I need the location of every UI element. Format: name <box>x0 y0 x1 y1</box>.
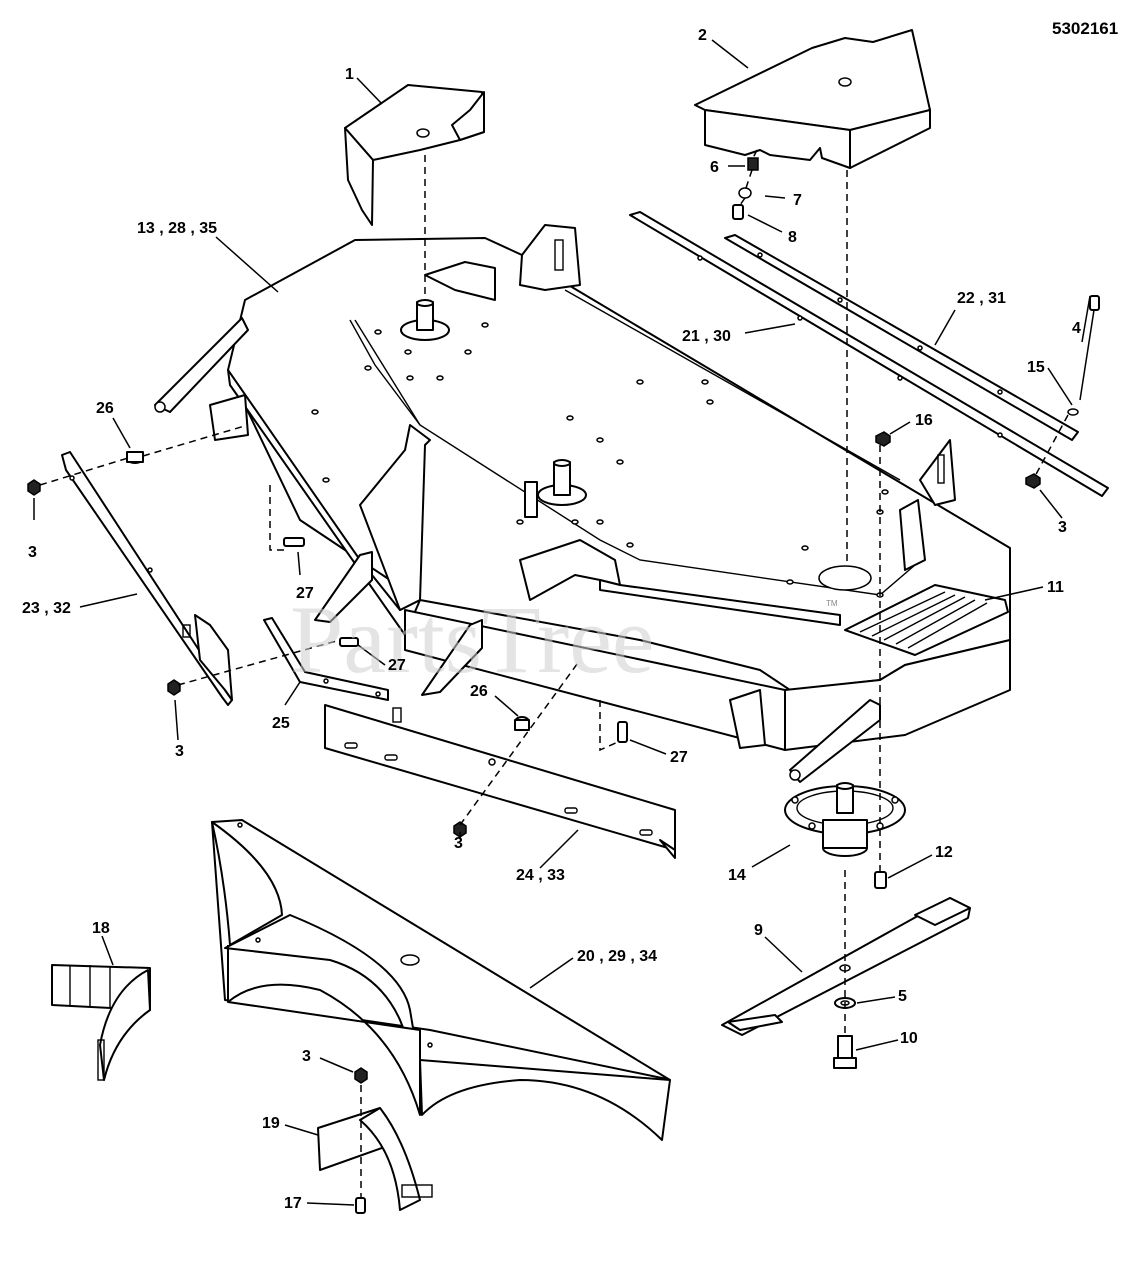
callout-5: 5 <box>898 988 907 1005</box>
assembly-dashed-lines <box>39 149 1069 1198</box>
callout-17: 17 <box>284 1195 302 1212</box>
part-13-mower-deck[interactable] <box>209 224 1011 751</box>
part-19-baffle-plug[interactable] <box>317 1107 433 1211</box>
leader-lines <box>33 39 1091 1206</box>
part-8-bolt[interactable] <box>732 204 744 220</box>
center-spindle <box>524 459 587 518</box>
part-10-blade-bolt[interactable] <box>833 1035 857 1069</box>
callout-3-bottom: 3 <box>302 1048 311 1065</box>
callout-8: 8 <box>788 229 797 246</box>
part-15-washer[interactable] <box>1067 408 1079 416</box>
part-16-nut[interactable] <box>875 431 891 447</box>
callout-15: 15 <box>1027 359 1045 376</box>
part-14-spindle-assembly[interactable] <box>784 782 906 857</box>
diagram-reference-number: 5302161 <box>1052 19 1118 38</box>
part-4-bolt[interactable] <box>1079 295 1100 401</box>
callout-9: 9 <box>754 922 763 939</box>
callout-21-30: 21 , 30 <box>682 328 731 345</box>
callout-3-right: 3 <box>1058 519 1067 536</box>
watermark: PartsTree <box>290 586 654 693</box>
callout-23-32: 23 , 32 <box>22 600 71 617</box>
part-25-bracket[interactable] <box>263 617 389 701</box>
part-27-bolt-middle[interactable] <box>339 637 359 647</box>
top-spindle <box>400 299 450 341</box>
part-27-bolt-right[interactable] <box>617 721 628 743</box>
callout-7: 7 <box>793 192 802 209</box>
part-26-spacer-left[interactable] <box>126 451 144 464</box>
callout-18: 18 <box>92 920 110 937</box>
callout-20-29-34: 20 , 29 , 34 <box>577 948 657 965</box>
part-12-bolt[interactable] <box>874 871 887 889</box>
part-1-spindle-cover[interactable] <box>344 84 485 226</box>
part-2-spindle-cover[interactable] <box>694 29 931 169</box>
callout-22-31: 22 , 31 <box>957 290 1006 307</box>
part-3-nut-center[interactable] <box>453 821 467 838</box>
callout-6: 6 <box>710 159 719 176</box>
part-17-bolt[interactable] <box>355 1197 366 1214</box>
part-23-baffle-plate[interactable] <box>61 451 233 706</box>
callout-27-right: 27 <box>670 749 688 766</box>
callout-27-middle: 27 <box>388 657 406 674</box>
part-11-foot-pad[interactable] <box>844 584 1009 656</box>
callout-12: 12 <box>935 844 953 861</box>
part-3-nut-right[interactable] <box>1025 473 1041 489</box>
callout-26-left: 26 <box>96 400 114 417</box>
part-7-washer[interactable] <box>738 187 752 199</box>
part-6-clip[interactable] <box>747 157 759 171</box>
deck-holes <box>311 322 889 598</box>
watermark-trademark: TM <box>826 599 838 608</box>
callout-3-center: 3 <box>454 835 463 852</box>
callout-11: 11 <box>1047 579 1064 596</box>
part-24-baffle-plate[interactable] <box>324 704 676 859</box>
part-3-nut-bottom[interactable] <box>354 1067 368 1084</box>
part-26-spacer-center[interactable] <box>514 716 530 731</box>
callout-24-33: 24 , 33 <box>516 867 565 884</box>
callout-3-left-bottom: 3 <box>175 743 184 760</box>
callout-25: 25 <box>272 715 290 732</box>
part-3-nut-left-top[interactable] <box>27 479 41 496</box>
callout-13-28-35: 13 , 28 , 35 <box>137 220 217 237</box>
part-22-belt-guard[interactable] <box>629 211 1109 497</box>
callout-16: 16 <box>915 412 933 429</box>
callout-10: 10 <box>900 1030 918 1047</box>
callout-14: 14 <box>728 867 746 884</box>
part-9-blade[interactable] <box>721 897 971 1036</box>
part-27-bolt-left[interactable] <box>283 537 305 547</box>
callout-27-left: 27 <box>296 585 314 602</box>
part-18-baffle-plug[interactable] <box>51 964 151 1081</box>
callout-26-center: 26 <box>470 683 488 700</box>
callout-4: 4 <box>1072 320 1081 337</box>
callout-3-left-top: 3 <box>28 544 37 561</box>
deck-left-hanger-arm[interactable] <box>154 317 249 413</box>
callout-2: 2 <box>698 27 707 44</box>
part-20-mulch-baffle[interactable] <box>211 819 671 1141</box>
part-21-belt-guard[interactable] <box>724 234 1079 441</box>
callout-1: 1 <box>345 66 354 83</box>
callout-19: 19 <box>262 1115 280 1132</box>
part-3-nut-left-bottom[interactable] <box>167 679 181 696</box>
